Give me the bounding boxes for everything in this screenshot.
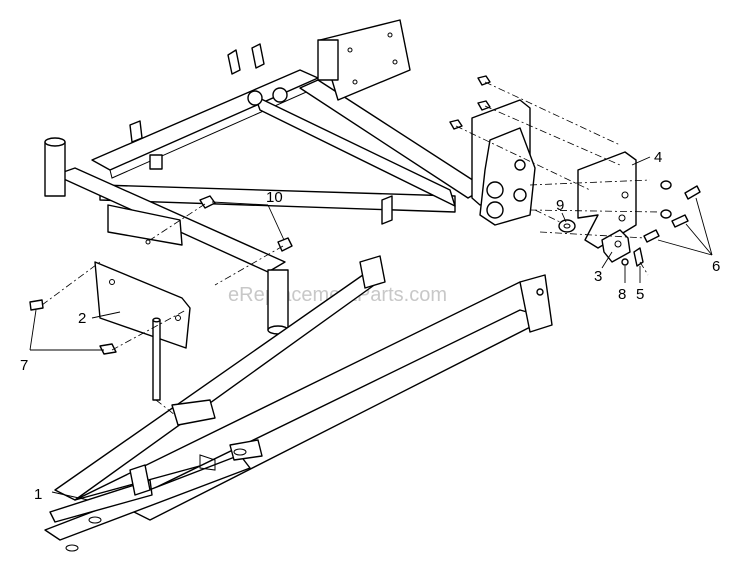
part-6-bolts [643, 180, 701, 243]
part-1-tongue [44, 255, 553, 552]
callout-3: 3 [594, 268, 602, 285]
part-4-plate [577, 151, 637, 249]
leader-lines [29, 156, 713, 501]
part-3-bracket [601, 229, 631, 263]
callout-10: 10 [266, 189, 283, 206]
callout-6: 6 [712, 258, 720, 275]
part-9-washer [558, 219, 576, 233]
callout-2: 2 [78, 310, 86, 327]
hitch-bracket-assembly [449, 75, 536, 226]
assembly-lines [41, 81, 661, 416]
pin [152, 319, 161, 401]
callout-1: 1 [34, 486, 42, 503]
callout-5: 5 [636, 286, 644, 303]
main-frame [44, 19, 486, 335]
callout-9: 9 [556, 197, 564, 214]
part-7-bolt-top [29, 299, 44, 311]
part-8-nut [621, 258, 629, 266]
part-2-shield [94, 204, 191, 349]
callout-7: 7 [20, 357, 28, 374]
part-5-pin [633, 247, 644, 267]
callout-4: 4 [654, 149, 662, 166]
part-7-bolt-bottom [99, 343, 117, 355]
part-10-nut-bottom [277, 237, 293, 252]
callouts: 1 2 3 4 5 6 7 8 9 10 [20, 149, 720, 503]
callout-8: 8 [618, 286, 626, 303]
